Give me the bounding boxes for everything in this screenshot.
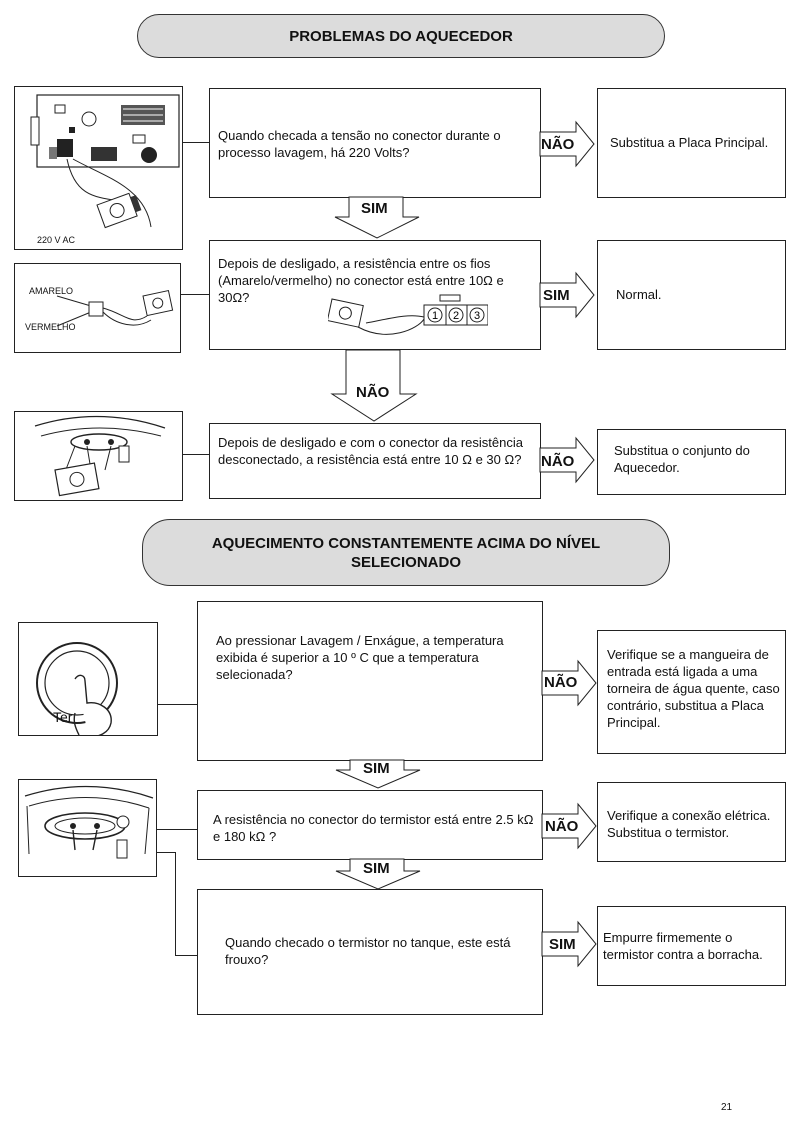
connector-line-6b — [175, 852, 176, 956]
wire-connector-drawing — [56, 290, 174, 327]
question-box-thermistor-loose: Quando checado o termistor no tanque, es… — [197, 889, 543, 1015]
result-box-normal: Normal. — [597, 240, 786, 350]
pcb-board-illustration: 220 V AC — [14, 86, 183, 250]
pin-1-label: 1 — [432, 310, 438, 322]
section1-title-banner: PROBLEMAS DO AQUECEDOR — [137, 14, 665, 58]
answer-yes-label: SIM — [543, 287, 570, 304]
button-press-drawing — [36, 642, 118, 735]
arrow-down-icon — [330, 349, 418, 422]
question-box-wire-resistance: Depois de desligado, a resistência entre… — [209, 240, 541, 350]
arrow-right-icon — [541, 802, 597, 850]
result-normal-text: Normal. — [616, 287, 662, 302]
question-thermistor-loose-text: Quando checado o termistor no tanque, es… — [225, 935, 511, 967]
result-box-check-hose: Verifique se a mangueira de entrada está… — [597, 630, 786, 754]
result-box-check-connection: Verifique a conexão elétrica. Substitua … — [597, 782, 786, 862]
answer-yes-label: SIM — [363, 760, 390, 777]
result-check-connection-text: Verifique a conexão elétrica. Substitua … — [607, 808, 771, 840]
thermistor-drawing — [24, 785, 154, 859]
voltage-label: 220 V AC — [37, 235, 76, 245]
question-wire-resistance-text: Depois de desligado, a resistência entre… — [218, 256, 504, 305]
answer-no-label: NÃO — [545, 818, 579, 835]
question-temperature-text: Ao pressionar Lavagem / Enxágue, a tempe… — [216, 633, 504, 682]
section1-title: PROBLEMAS DO AQUECEDOR — [289, 27, 513, 45]
result-push-thermistor-text: Empurre firmemente o termistor contra a … — [603, 930, 763, 962]
question-box-heater-resistance: Depois de desligado e com o conector da … — [209, 423, 541, 499]
arrow-right-icon — [541, 659, 597, 707]
pin-3-label: 3 — [474, 310, 480, 322]
arrow-down-icon — [334, 196, 420, 239]
question-heater-resistance-text: Depois de desligado e com o conector da … — [218, 435, 523, 467]
thermistor-illustration — [18, 779, 157, 877]
heater-tank-illustration — [14, 411, 183, 501]
arrow-down-icon — [335, 759, 421, 789]
result-box-push-thermistor: Empurre firmemente o termistor contra a … — [597, 906, 786, 986]
connector-line-4 — [158, 704, 197, 705]
heater-connector-drawing: 1 2 3 — [328, 294, 488, 335]
answer-yes-label: SIM — [549, 936, 576, 953]
answer-no-label: NÃO — [356, 384, 390, 401]
temperature-button-illustration: Ter — [18, 622, 158, 736]
connector-line-2 — [181, 294, 209, 295]
answer-yes-label: SIM — [361, 200, 388, 217]
section2-title-line2: SELECIONADO — [350, 553, 461, 571]
answer-yes-label: SIM — [363, 860, 390, 877]
result-box-replace-heater: Substitua o conjunto do Aquecedor. — [597, 429, 786, 495]
arrow-down-icon — [335, 858, 421, 890]
answer-no-label: NÃO — [544, 674, 578, 691]
question-thermistor-resistance-text: A resistência no conector do termistor e… — [213, 812, 534, 844]
connector-line-6c — [175, 955, 197, 956]
wire-red-label: VERMELHO — [25, 322, 76, 332]
connector-line-5 — [157, 829, 197, 830]
wire-yellow-label: AMARELO — [29, 286, 74, 296]
section2-title-line1: AQUECIMENTO CONSTANTEMENTE ACIMA DO NÍVE… — [211, 534, 601, 552]
question-box-temperature: Ao pressionar Lavagem / Enxágue, a tempe… — [197, 601, 543, 761]
answer-no-label: NÃO — [541, 453, 575, 470]
connector-line-3 — [183, 454, 209, 455]
connector-line-1 — [183, 142, 209, 143]
question-box-voltage: Quando checada a tensão no conector dura… — [209, 88, 541, 198]
result-check-hose-text: Verifique se a mangueira de entrada está… — [607, 647, 780, 730]
arrow-right-icon — [541, 920, 597, 968]
question-box-thermistor-resistance: A resistência no conector do termistor e… — [197, 790, 543, 860]
answer-no-label: NÃO — [541, 136, 575, 153]
pin-2-label: 2 — [453, 310, 459, 322]
arrow-right-icon — [539, 436, 595, 484]
question-voltage-text: Quando checada a tensão no conector dura… — [218, 128, 501, 160]
result-box-replace-board: Substitua a Placa Principal. — [597, 88, 786, 198]
pcb-board-drawing — [30, 94, 180, 229]
arrow-right-icon — [539, 120, 595, 168]
heater-tank-drawing — [34, 415, 166, 497]
connector-line-6a — [157, 852, 175, 853]
result-replace-heater-text: Substitua o conjunto do Aquecedor. — [614, 443, 750, 475]
wire-connector-illustration: AMARELO VERMELHO — [14, 263, 181, 353]
section2-title-banner: AQUECIMENTO CONSTANTEMENTE ACIMA DO NÍVE… — [142, 519, 670, 586]
page-number: 21 — [721, 1102, 733, 1113]
arrow-right-icon — [539, 271, 595, 319]
button-label: Ter — [53, 709, 73, 725]
result-replace-board-text: Substitua a Placa Principal. — [610, 135, 769, 150]
